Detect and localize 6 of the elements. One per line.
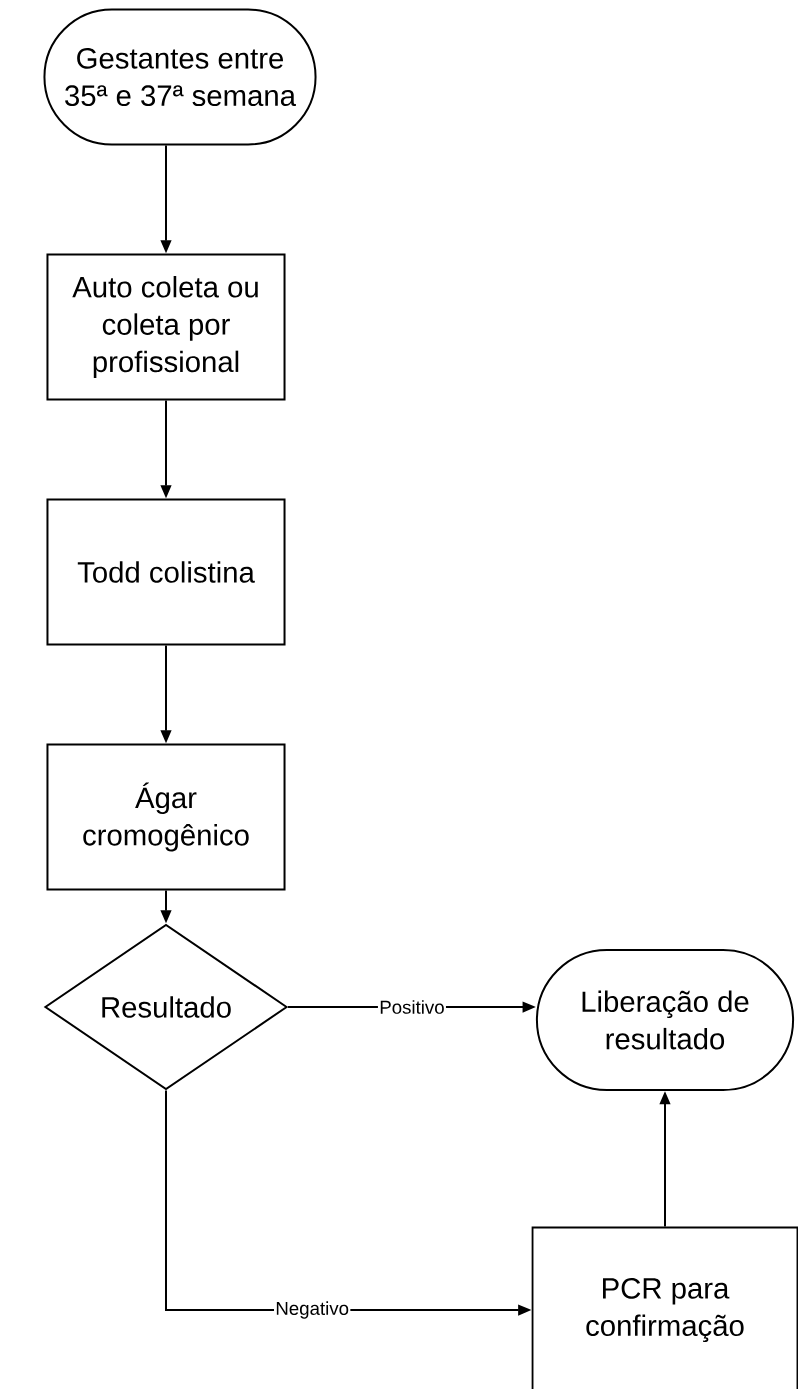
process-box: PCR para confirmação [531, 1226, 798, 1389]
process-box: Ágar cromogênico [46, 743, 286, 891]
process-box: Auto coleta ou coleta por profissional [46, 253, 286, 401]
edge-label: Negativo [274, 1300, 351, 1321]
process-box: Todd colistina [46, 498, 286, 646]
edge-label: Positivo [377, 998, 446, 1016]
